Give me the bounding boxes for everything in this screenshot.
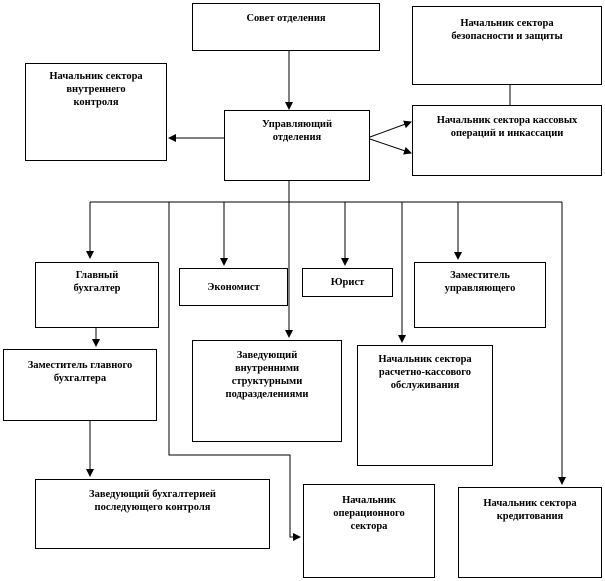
node-label: Совет отделения (246, 13, 326, 24)
edge-route-operations (168, 202, 301, 541)
node-label: Заместитель главного бухгалтера (27, 360, 133, 384)
node-label: Начальник операционного сектора (333, 495, 405, 532)
node-economist: Экономист (179, 268, 288, 306)
node-internal-control-head: Начальник сектора внутреннего контроля (25, 63, 167, 161)
node-lawyer: Юрист (302, 268, 393, 297)
node-label: Начальник сектора кредитования (483, 498, 577, 522)
node-operations-head: Начальник операционного сектора (303, 484, 435, 578)
node-label: Управляющий отделения (261, 119, 333, 143)
node-council: Совет отделения (192, 3, 380, 51)
node-deputy-chief-accountant: Заместитель главного бухгалтера (3, 349, 157, 421)
node-label: Начальник сектора расчетно-кассового обс… (378, 354, 472, 391)
node-label: Начальник сектора внутреннего контроля (49, 71, 143, 108)
node-cash-ops-head: Начальник сектора кассовых операций и ин… (412, 105, 602, 176)
edge-manager-cash-ops-2 (369, 138, 412, 155)
node-label: Заведующий внутренними структурными подр… (225, 350, 309, 400)
node-chief-accountant: Главный бухгалтер (35, 262, 159, 328)
node-label: Главный бухгалтер (73, 270, 121, 294)
node-credit-head: Начальник сектора кредитования (458, 487, 602, 578)
node-deputy-manager: Заместитель управляющего (414, 262, 546, 328)
node-internal-divisions-head: Заведующий внутренними структурными подр… (192, 340, 342, 442)
node-label: Заведующий бухгалтерией последующего кон… (89, 489, 216, 513)
node-label: Юрист (330, 277, 365, 288)
node-label: Начальник сектора кассовых операций и ин… (436, 115, 578, 139)
edge-manager-cash-ops-1 (369, 120, 412, 138)
node-label: Начальник сектора безопасности и защиты (451, 18, 563, 42)
node-branch-manager: Управляющий отделения (224, 110, 370, 181)
node-subsequent-control-head: Заведующий бухгалтерией последующего кон… (35, 479, 270, 549)
node-label: Экономист (207, 281, 260, 293)
node-security-head: Начальник сектора безопасности и защиты (412, 6, 602, 85)
node-settlement-cash-head: Начальник сектора расчетно-кассового обс… (357, 345, 493, 466)
node-label: Заместитель управляющего (444, 270, 516, 294)
